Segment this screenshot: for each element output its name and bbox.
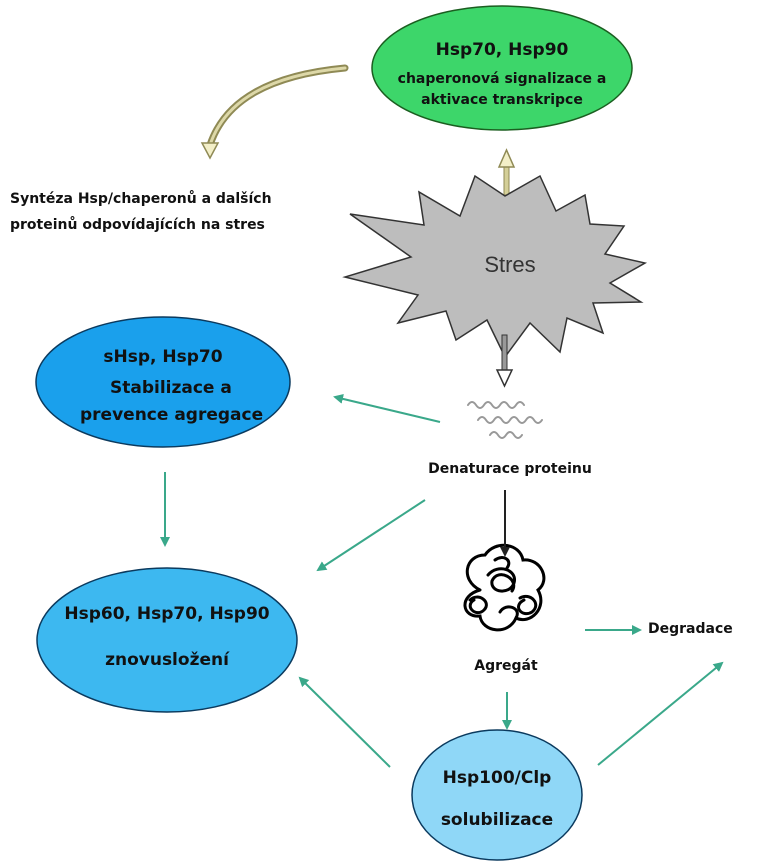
refolding-title: Hsp60, Hsp70, Hsp90 xyxy=(64,604,269,624)
aggregate-label: Agregát xyxy=(474,658,538,674)
shsp-line3: prevence agregace xyxy=(80,405,263,425)
hsp70-hsp90-title: Hsp70, Hsp90 xyxy=(436,40,569,60)
arrow-denaturation-to-refolding xyxy=(316,499,426,572)
teal-arrows xyxy=(160,393,724,768)
solubilization-line2: solubilizace xyxy=(441,810,553,830)
shsp-title: sHsp, Hsp70 xyxy=(103,347,222,367)
refolding-line2: znovusložení xyxy=(105,650,230,670)
node-shsp-hsp70: sHsp, Hsp70 Stabilizace a prevence agreg… xyxy=(35,316,291,448)
aggregate-icon xyxy=(463,544,546,632)
synthesis-line2: proteinů odpovídajících na stres xyxy=(10,216,265,233)
hsp70-hsp90-line3: aktivace transkripce xyxy=(421,92,583,108)
node-refolding: Hsp60, Hsp70, Hsp90 znovusložení xyxy=(36,567,298,713)
node-hsp70-hsp90: Hsp70, Hsp90 chaperonová signalizace a a… xyxy=(371,5,633,131)
curved-arrow-to-synthesis xyxy=(200,64,349,160)
denatured-protein-icon xyxy=(467,401,543,439)
arrow-stres-to-denaturation xyxy=(495,334,514,388)
shsp-line2: Stabilizace a xyxy=(110,378,232,398)
degradation-label: Degradace xyxy=(648,621,733,637)
stres-label: Stres xyxy=(484,252,535,277)
arrow-solubilization-to-refolding xyxy=(298,676,391,768)
arrow-denaturation-to-shsp xyxy=(333,393,441,423)
synthesis-label: Syntéza Hsp/chaperonů a dalších proteinů… xyxy=(10,190,272,233)
hsp70-hsp90-line2: chaperonová signalizace a xyxy=(398,71,607,87)
node-solubilization: Hsp100/Clp solubilizace xyxy=(411,729,583,861)
denaturation-label: Denaturace proteinu xyxy=(428,461,592,477)
stres-starburst: Stres xyxy=(342,174,648,359)
solubilization-title: Hsp100/Clp xyxy=(443,768,552,788)
arrow-solubilization-to-degradation xyxy=(597,661,724,766)
arrow-stres-to-hsp70 xyxy=(497,148,516,196)
synthesis-line1: Syntéza Hsp/chaperonů a dalších xyxy=(10,190,272,207)
